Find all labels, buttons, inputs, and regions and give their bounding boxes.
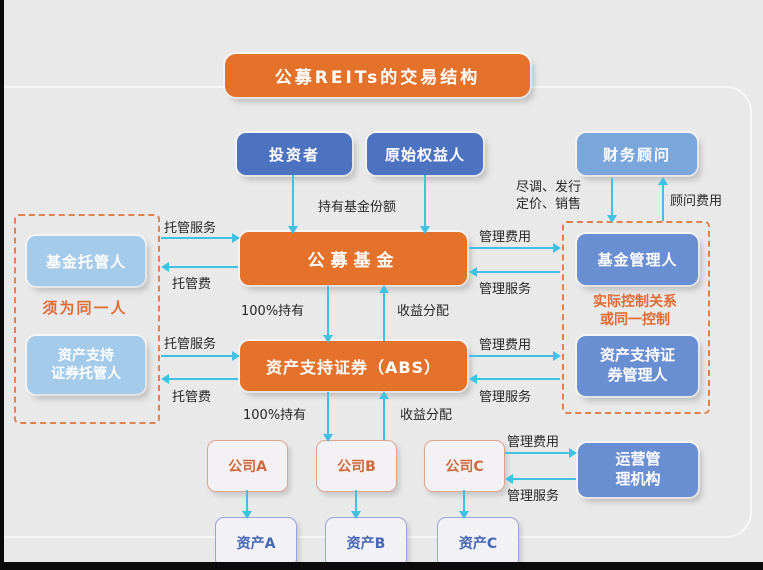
arrow-company-c-to-asset-c: [459, 490, 469, 519]
arrow-mgmt-fee-operator: [505, 448, 577, 458]
node-company-c-label: 公司C: [445, 459, 484, 475]
label-mgmt-service-abs: 管理服务: [479, 390, 532, 405]
note-control-relation-line2: 或同一控制: [600, 312, 670, 329]
frame-bottom-bar: [0, 562, 763, 570]
label-due-diligence: 尽调、发行 定价、销售: [516, 179, 581, 213]
custodian-group-box: [14, 214, 160, 424]
arrow-mgmt-fee-abs: [469, 351, 561, 361]
node-fund-manager-label: 基金管理人: [597, 251, 678, 269]
node-investors: 投资者: [237, 133, 352, 175]
node-abs-custodian-line1: 资产支持: [58, 347, 114, 364]
node-original-equity-holder-label: 原始权益人: [384, 145, 465, 164]
label-mgmt-fee-fund: 管理费用: [479, 230, 532, 245]
node-abs-custodian-line2: 证券托管人: [51, 366, 121, 382]
arrow-mgmt-fee-fund: [469, 243, 561, 253]
label-mgmt-service-fund: 管理服务: [479, 282, 532, 297]
node-abs: 资产支持证券（ABS）: [240, 341, 467, 391]
node-investors-label: 投资者: [268, 145, 320, 164]
note-control-relation-line1: 实际控制关系: [593, 294, 677, 310]
node-fund-custodian: 基金托管人: [27, 236, 145, 286]
node-abs-label: 资产支持证券（ABS）: [265, 358, 442, 377]
node-operations-manager-line1: 运营管: [615, 450, 661, 469]
node-asset-c: 资产C: [437, 517, 519, 568]
diagram-title-text: 公募REITs的交易结构: [274, 68, 481, 88]
node-original-equity-holder: 原始权益人: [367, 133, 483, 175]
node-abs-custodian: 资产支持 证券托管人: [27, 336, 145, 394]
node-asset-b: 资产B: [325, 517, 407, 568]
node-company-c: 公司C: [424, 440, 505, 492]
arrow-investors-to-fund: [288, 175, 298, 234]
label-due-diligence-line1: 尽调、发行: [516, 180, 582, 195]
note-same-person: 须为同一人: [14, 297, 156, 318]
label-mgmt-fee-operator: 管理费用: [507, 435, 560, 450]
label-due-diligence-line2: 定价、销售: [516, 197, 582, 213]
arrow-company-a-to-asset-a: [242, 490, 252, 519]
node-company-b-label: 公司B: [337, 459, 376, 475]
label-custody-service-abs: 托管服务: [164, 337, 217, 352]
label-custody-fee-abs: 托管费: [172, 390, 212, 405]
arrow-abs-to-fund: [379, 285, 389, 341]
label-full-ownership-fund: 100%持有: [241, 304, 305, 319]
label-mgmt-fee-abs: 管理费用: [479, 338, 532, 353]
arrow-custody-fee-abs: [161, 374, 238, 384]
diagram-title: 公募REITs的交易结构: [225, 54, 530, 97]
arrow-abs-to-company: [323, 392, 333, 442]
arrow-custody-fee-fund: [161, 262, 238, 272]
note-same-person-text: 须为同一人: [42, 299, 128, 317]
node-company-b: 公司B: [316, 440, 397, 492]
arrow-mgmt-service-fund: [469, 267, 560, 277]
node-public-fund: 公募基金: [240, 232, 467, 285]
label-full-ownership-company: 100%持有: [243, 408, 307, 423]
node-operations-manager-line2: 理机构: [615, 470, 661, 488]
arrow-fund-to-abs: [323, 286, 333, 343]
label-income-distribution-company: 收益分配: [400, 408, 453, 423]
node-fund-custodian-label: 基金托管人: [45, 252, 126, 271]
node-asset-a-label: 资产A: [236, 535, 276, 552]
arrow-managers-to-advisor: [658, 177, 668, 221]
node-company-a: 公司A: [207, 440, 288, 492]
label-custody-fee-fund: 托管费: [172, 277, 212, 292]
node-public-fund-label: 公募基金: [307, 251, 400, 271]
label-advisory-fee: 顾问费用: [670, 194, 723, 209]
note-control-relation: 实际控制关系 或同一控制: [558, 293, 712, 330]
node-abs-manager-line1: 资产支持证: [599, 346, 675, 365]
arrow-mgmt-service-operator: [505, 474, 576, 484]
node-company-a-label: 公司A: [228, 459, 267, 475]
arrow-holder-to-fund: [420, 175, 430, 234]
arrow-advisor-to-managers: [607, 178, 617, 223]
node-financial-advisor: 财务顾问: [577, 133, 697, 175]
arrow-company-to-abs: [379, 391, 389, 440]
node-abs-manager-line2: 券管理人: [607, 366, 668, 384]
arrow-custody-service-fund: [161, 233, 240, 243]
label-hold-fund-shares: 持有基金份额: [317, 200, 396, 215]
arrow-mgmt-service-abs: [469, 374, 560, 384]
node-asset-b-label: 资产B: [346, 535, 386, 552]
manager-group-box: [562, 221, 710, 414]
arrow-custody-service-abs: [161, 351, 240, 361]
arrow-company-b-to-asset-b: [351, 490, 361, 519]
node-financial-advisor-label: 财务顾问: [602, 145, 671, 164]
node-abs-manager: 资产支持证 券管理人: [577, 336, 698, 396]
label-custody-service-fund: 托管服务: [164, 221, 217, 236]
node-asset-a: 资产A: [215, 517, 297, 568]
node-asset-c-label: 资产C: [458, 535, 498, 552]
node-fund-manager: 基金管理人: [577, 234, 698, 285]
node-operations-manager: 运营管 理机构: [578, 443, 698, 497]
frame-left-bar: [0, 0, 4, 570]
label-income-distribution-fund: 收益分配: [397, 304, 450, 319]
label-mgmt-service-operator: 管理服务: [507, 489, 560, 504]
